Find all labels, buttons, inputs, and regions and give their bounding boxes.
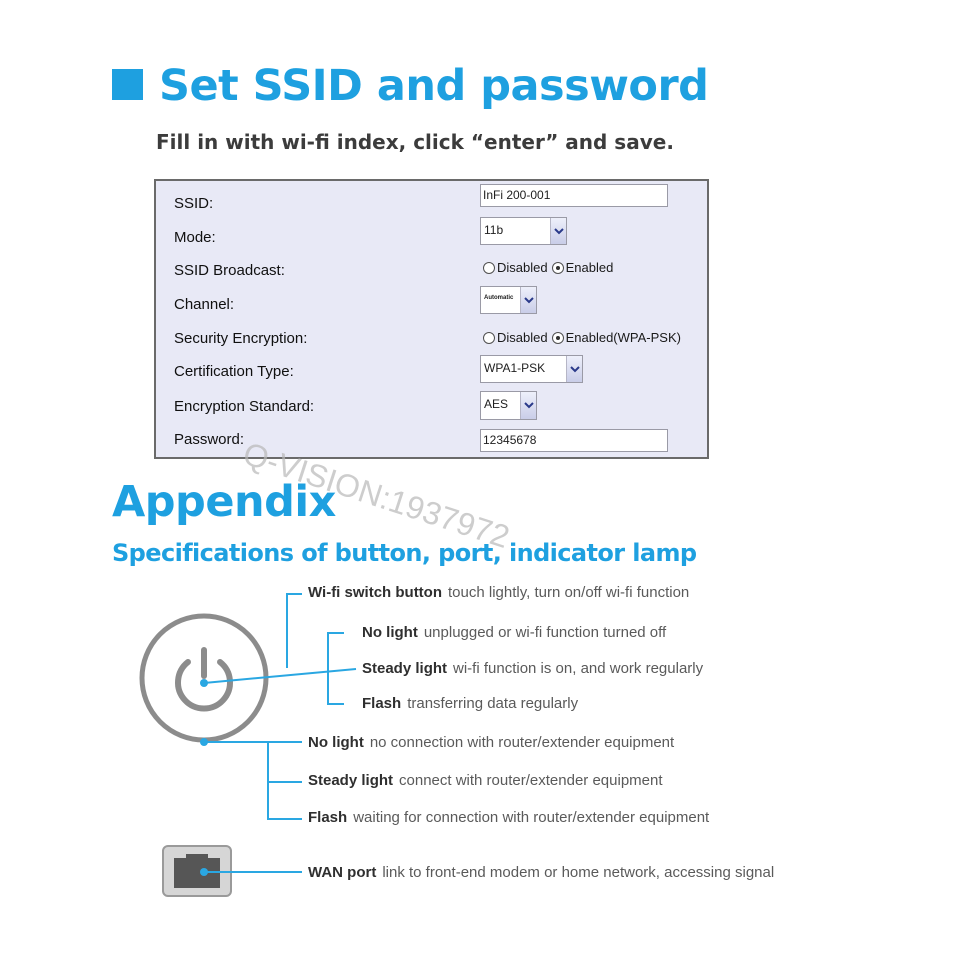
encryption-standard-label: Encryption Standard: xyxy=(174,398,315,415)
spec-desc: no connection with router/extender equip… xyxy=(369,734,675,751)
spec-desc: touch lightly, turn on/off wi-fi functio… xyxy=(448,584,690,601)
mode-select[interactable]: 11b xyxy=(480,217,567,245)
spec-router-steady-light: Steady light connect with router/extender… xyxy=(308,772,663,789)
appendix-subheading: Specifications of button, port, indicato… xyxy=(112,539,697,567)
chevron-down-icon[interactable] xyxy=(520,392,536,419)
spec-term: Flash xyxy=(362,695,402,712)
spec-wifi-flash: Flash transferring data regularly xyxy=(362,695,578,712)
security-encryption-disabled-label: Disabled xyxy=(497,330,548,345)
certification-type-selected-value: WPA1-PSK xyxy=(484,361,546,375)
password-input[interactable]: 12345678 xyxy=(480,429,668,452)
ssid-broadcast-label: SSID Broadcast: xyxy=(174,262,285,279)
spec-wifi-no-light: No light unplugged or wi-fi function turn… xyxy=(362,624,666,641)
encryption-standard-select[interactable]: AES xyxy=(480,391,537,420)
spec-term: Flash xyxy=(308,809,348,826)
spec-desc: transferring data regularly xyxy=(407,695,579,712)
certification-type-label: Certification Type: xyxy=(174,363,294,380)
title-square-icon xyxy=(112,69,143,100)
mode-selected-value: 11b xyxy=(484,223,504,237)
ssid-label: SSID: xyxy=(174,195,214,212)
spec-desc: waiting for connection with router/exten… xyxy=(353,809,710,826)
ssid-broadcast-enabled-radio[interactable] xyxy=(551,261,564,274)
spec-desc: wi-fi function is on, and work regularly xyxy=(453,660,704,677)
page-subtitle: Fill in with wi-fi index, click “enter” … xyxy=(156,130,674,154)
security-encryption-disabled-radio[interactable] xyxy=(483,331,495,344)
ssid-broadcast-disabled-label: Disabled xyxy=(497,260,548,275)
channel-select[interactable]: Automatic xyxy=(480,286,537,314)
channel-label: Channel: xyxy=(174,296,235,313)
spec-desc: unplugged or wi-fi function turned off xyxy=(423,624,667,641)
spec-term: Steady light xyxy=(362,660,448,677)
ssid-input[interactable]: InFi 200-001 xyxy=(480,184,668,207)
appendix-heading: Appendix xyxy=(112,477,336,527)
spec-desc: link to front-end modem or home network,… xyxy=(382,864,775,881)
security-encryption-label: Security Encryption: xyxy=(174,330,308,347)
spec-term: No light xyxy=(308,734,364,751)
spec-term: Wi-fi switch button xyxy=(308,584,443,601)
certification-type-select[interactable]: WPA1-PSK xyxy=(480,355,583,383)
security-encryption-radio-group: Disabled Enabled(WPA-PSK) xyxy=(483,330,685,345)
page-title: Set SSID and password xyxy=(159,61,709,111)
channel-selected-value: Automatic xyxy=(484,295,514,301)
chevron-down-icon[interactable] xyxy=(520,287,536,313)
ssid-broadcast-enabled-label: Enabled xyxy=(565,260,614,275)
spec-router-flash: Flash waiting for connection with router/… xyxy=(308,809,709,826)
spec-term: WAN port xyxy=(308,864,377,881)
security-encryption-enabled-radio[interactable] xyxy=(551,331,564,344)
chevron-down-icon[interactable] xyxy=(566,356,582,382)
mode-label: Mode: xyxy=(174,229,216,246)
spec-wan-port: WAN port link to front-end modem or home … xyxy=(308,864,774,881)
spec-router-no-light: No light no connection with router/extend… xyxy=(308,734,674,751)
spec-wifi-switch-button: Wi-fi switch button touch lightly, turn o… xyxy=(308,584,689,601)
spec-desc: connect with router/extender equipment xyxy=(399,772,663,789)
wifi-settings-form: SSID: InFi 200-001 Mode: 11b SSID Broadc… xyxy=(154,179,709,459)
password-label: Password: xyxy=(174,431,245,448)
encryption-standard-selected-value: AES xyxy=(484,397,509,411)
spec-term: Steady light xyxy=(308,772,394,789)
spec-wifi-steady-light: Steady light wi-fi function is on, and wo… xyxy=(362,660,703,677)
ssid-broadcast-disabled-radio[interactable] xyxy=(483,261,495,274)
security-encryption-enabled-label: Enabled(WPA-PSK) xyxy=(565,330,681,345)
ssid-broadcast-radio-group: Disabled Enabled xyxy=(483,260,617,275)
spec-term: No light xyxy=(362,624,418,641)
chevron-down-icon[interactable] xyxy=(550,218,566,244)
